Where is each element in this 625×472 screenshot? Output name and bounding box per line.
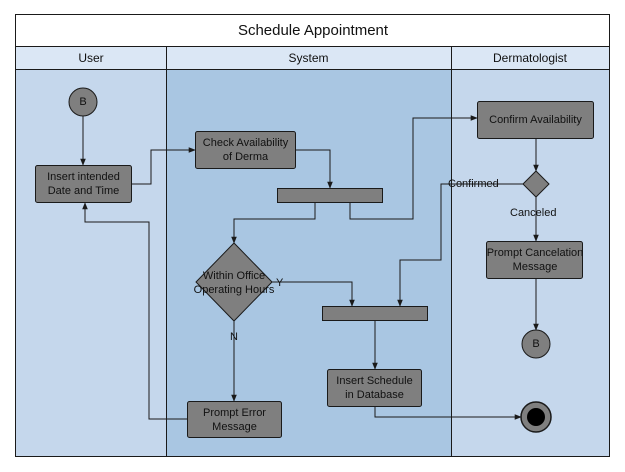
fork-bar: [277, 188, 383, 203]
edges: [80, 115, 539, 420]
edge-fork-to-decision: [231, 203, 316, 244]
join-bar: [322, 306, 428, 321]
confirm-availability-label: Confirm Availability: [489, 114, 582, 126]
prompt-error-label: Prompt Error Message: [203, 406, 266, 433]
office-hours-label: Within Office Operating Hours: [193, 270, 275, 296]
final-node-inner: [527, 408, 545, 426]
prompt-cancelation-label: Prompt Cancelation Message: [486, 247, 584, 273]
edge-error-to-insert: [82, 202, 187, 420]
edge-insert-to-final: [374, 407, 522, 420]
lane-label-system: System: [288, 51, 329, 65]
connector-end-label: B: [532, 338, 540, 350]
edge-fork-to-confirm: [349, 115, 478, 220]
edge-label-confirmed: Confirmed: [448, 178, 499, 190]
connector-start-label: B: [79, 96, 87, 108]
edge-label-no: N: [230, 331, 238, 343]
edge-confirmed-to-join: [397, 183, 523, 307]
edge-insert-to-check: [132, 147, 196, 185]
edge-yes-to-join: [272, 281, 355, 307]
diagram-title: Schedule Appointment: [237, 22, 389, 39]
check-availability-label: Check Availability of Derma: [202, 137, 289, 163]
lane-user: [16, 46, 166, 456]
insert-schedule-label: Insert Schedule in Database: [336, 375, 413, 401]
edge-label-yes: Y: [276, 277, 284, 289]
lane-header-band: [16, 46, 609, 69]
lane-label-user: User: [78, 51, 104, 65]
edge-check-to-fork: [296, 149, 333, 189]
edge-label-canceled: Canceled: [510, 207, 557, 219]
insert-date-time-label: Insert intended Date and Time: [47, 171, 120, 197]
lane-label-dermatologist: Dermatologist: [492, 51, 568, 65]
